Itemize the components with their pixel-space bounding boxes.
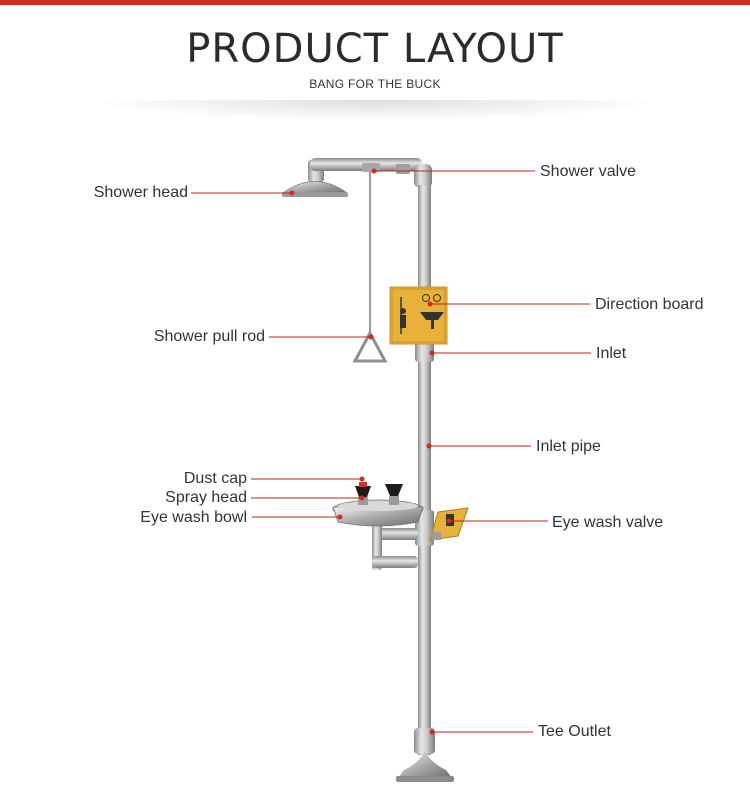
callout-dot-eye-wash-bowl	[337, 514, 343, 520]
label-inlet: Inlet	[596, 345, 627, 362]
inlet-fitting	[415, 340, 434, 362]
header-shadow	[90, 100, 660, 122]
label-eye-wash-valve: Eye wash valve	[552, 514, 664, 531]
label-shower-head: Shower head	[93, 184, 188, 201]
callout-dot-tee-outlet	[429, 729, 435, 735]
callout-dot-spray-head	[359, 495, 365, 501]
inlet-pipe	[418, 185, 431, 755]
label-shower-valve: Shower valve	[540, 163, 637, 180]
callout-dots	[289, 168, 452, 735]
callout-dot-shower-valve	[371, 168, 377, 174]
spray-heads	[355, 482, 403, 505]
label-tee-outlet: Tee Outlet	[538, 723, 611, 740]
callout-lines	[191, 170, 591, 733]
eye-wash-valve-paddle	[429, 507, 469, 541]
shower-pull-rod	[352, 172, 388, 363]
top-accent-bar	[0, 0, 750, 5]
page-title: PRODUCT LAYOUT	[186, 26, 564, 72]
label-dust-cap: Dust cap	[183, 470, 247, 487]
callout-dot-direction-board	[427, 301, 433, 307]
eye-wash-assembly	[332, 499, 424, 570]
label-spray-head: Spray head	[165, 489, 247, 506]
label-eye-wash-bowl: Eye wash bowl	[140, 509, 247, 526]
label-direction-board: Direction board	[595, 296, 704, 313]
label-inlet-pipe: Inlet pipe	[536, 438, 601, 455]
callout-dot-dust-cap	[359, 476, 365, 482]
callout-dot-inlet-pipe	[426, 443, 432, 449]
direction-board	[389, 286, 448, 345]
callout-dot-shower-pull-rod	[368, 334, 374, 340]
eye-wash-tee	[415, 510, 434, 546]
callout-dot-shower-head	[289, 190, 295, 196]
shower-head	[281, 160, 349, 197]
label-shower-pull-rod: Shower pull rod	[153, 328, 265, 345]
floor-base	[396, 752, 454, 782]
tee-outlet-fitting	[414, 728, 435, 754]
page-subtitle: BANG FOR THE BUCK	[309, 77, 441, 91]
callout-dot-eye-wash-valve	[446, 518, 452, 524]
callout-dot-inlet	[429, 350, 435, 356]
